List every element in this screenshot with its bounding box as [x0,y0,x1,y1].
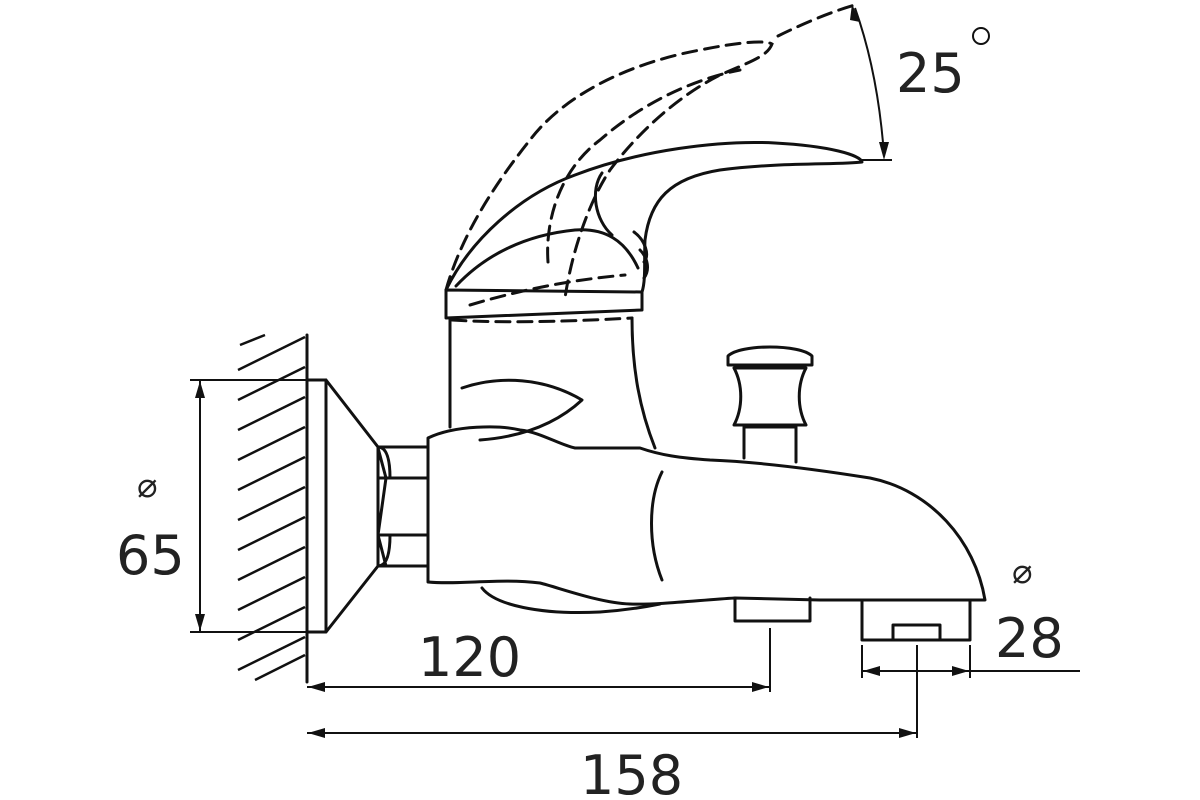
wall-hatching [237,333,306,682]
body-contour-spout [650,470,664,582]
valve-cartridge [448,316,657,450]
base-diameter-arrow-bottom [195,614,205,631]
lever-inner-curve [593,171,614,237]
hex-nut [376,445,430,568]
lever-raised-contour [546,68,742,264]
lever-arc-line [776,3,857,38]
wall-flange [305,378,380,634]
lever-raised-outline [444,40,774,300]
faucet-body [426,425,987,606]
lever-handle [444,140,864,294]
lever-raised-inner [468,273,627,307]
outlet-diameter-symbol: ⌀ [1012,552,1032,592]
body-bottom-bulge [480,586,662,614]
outlet-diameter-arrow-left [863,666,880,676]
base-diameter-arrow-top [195,381,205,398]
outlet-diameter-arrow-right [952,666,969,676]
projection-120-arrow-right [752,682,769,692]
body-contour-upper [460,378,584,442]
diverter-outlet [733,596,812,623]
degree-symbol [972,27,990,45]
projection-158-value: 158 [580,744,683,800]
lever-cap [444,288,644,320]
lever-raised-base [450,316,634,324]
angle-arrow-bottom [879,142,889,160]
projection-120-arrow-left [308,682,325,692]
projection-158-arrow-left [308,728,325,738]
base-diameter-symbol: ⌀ [137,466,157,506]
projection-120-value: 120 [418,626,521,689]
angle-arrow-top [850,4,860,22]
angle-value: 25 [896,42,965,105]
projection-158-arrow-right [899,728,916,738]
base-diameter-value: 65 [116,524,185,587]
angle-dimension-arc [854,7,885,156]
spout-outlet [860,598,972,642]
diverter-knob [726,345,814,464]
outlet-diameter-value: 28 [995,607,1064,670]
lever-neck-detail [632,230,649,280]
